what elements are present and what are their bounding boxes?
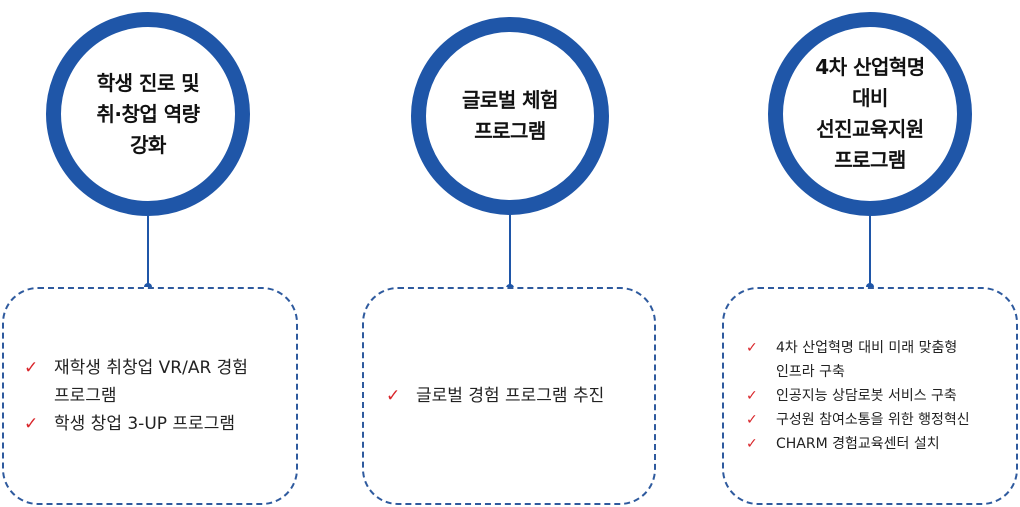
details-box: ✓ 4차 산업혁명 대비 미래 맞춤형 인프라 구축 ✓ 인공지능 상담로봇 서… xyxy=(722,287,1018,505)
list-item: ✓ CHARM 경험교육센터 설치 xyxy=(746,432,970,456)
connector-line xyxy=(147,216,149,286)
check-icon: ✓ xyxy=(24,414,39,434)
check-icon: ✓ xyxy=(746,340,758,356)
check-icon: ✓ xyxy=(386,386,401,406)
column-career: 학생 진로 및 취·창업 역량 강화 ✓ 재학생 취창업 VR/AR 경험 프로… xyxy=(0,0,300,507)
column-industry4: 4차 산업혁명 대비 선진교육지원 프로그램 ✓ 4차 산업혁명 대비 미래 맞… xyxy=(720,0,1020,507)
list-item: ✓ 인공지능 상담로봇 서비스 구축 xyxy=(746,384,970,408)
connector-line xyxy=(869,216,871,286)
circle-title: 4차 산업혁명 대비 선진교육지원 프로그램 xyxy=(815,55,925,172)
item-text: 학생 창업 3-UP 프로그램 xyxy=(54,414,235,434)
item-text: 재학생 취창업 VR/AR 경험 프로그램 xyxy=(54,358,248,406)
item-text: CHARM 경험교육센터 설치 xyxy=(776,436,940,452)
item-text: 4차 산업혁명 대비 미래 맞춤형 인프라 구축 xyxy=(776,340,958,380)
list-item: ✓ 재학생 취창업 VR/AR 경험 프로그램 xyxy=(24,354,248,410)
item-text: 구성원 참여소통을 위한 행정혁신 xyxy=(776,412,970,428)
circle-title: 글로벌 체험 프로그램 xyxy=(462,88,558,143)
circle-node: 학생 진로 및 취·창업 역량 강화 xyxy=(46,12,250,216)
details-list: ✓ 4차 산업혁명 대비 미래 맞춤형 인프라 구축 ✓ 인공지능 상담로봇 서… xyxy=(724,336,970,456)
check-icon: ✓ xyxy=(746,436,758,452)
list-item: ✓ 4차 산업혁명 대비 미래 맞춤형 인프라 구축 xyxy=(746,336,970,384)
circle-title: 학생 진로 및 취·창업 역량 강화 xyxy=(96,70,200,157)
details-list: ✓ 재학생 취창업 VR/AR 경험 프로그램 ✓ 학생 창업 3-UP 프로그… xyxy=(4,354,248,438)
check-icon: ✓ xyxy=(746,388,758,404)
circle-node: 4차 산업혁명 대비 선진교육지원 프로그램 xyxy=(768,12,972,216)
item-text: 글로벌 경험 프로그램 추진 xyxy=(416,386,605,406)
circle-node: 글로벌 체험 프로그램 xyxy=(411,17,609,215)
item-text: 인공지능 상담로봇 서비스 구축 xyxy=(776,388,957,404)
check-icon: ✓ xyxy=(746,412,758,428)
list-item: ✓ 학생 창업 3-UP 프로그램 xyxy=(24,410,248,438)
details-box: ✓ 재학생 취창업 VR/AR 경험 프로그램 ✓ 학생 창업 3-UP 프로그… xyxy=(2,287,298,505)
details-list: ✓ 글로벌 경험 프로그램 추진 xyxy=(364,382,604,410)
list-item: ✓ 구성원 참여소통을 위한 행정혁신 xyxy=(746,408,970,432)
check-icon: ✓ xyxy=(24,358,39,378)
connector-line xyxy=(509,215,511,287)
details-box: ✓ 글로벌 경험 프로그램 추진 xyxy=(362,287,656,505)
column-global: 글로벌 체험 프로그램 ✓ 글로벌 경험 프로그램 추진 xyxy=(360,0,660,507)
list-item: ✓ 글로벌 경험 프로그램 추진 xyxy=(386,382,604,410)
